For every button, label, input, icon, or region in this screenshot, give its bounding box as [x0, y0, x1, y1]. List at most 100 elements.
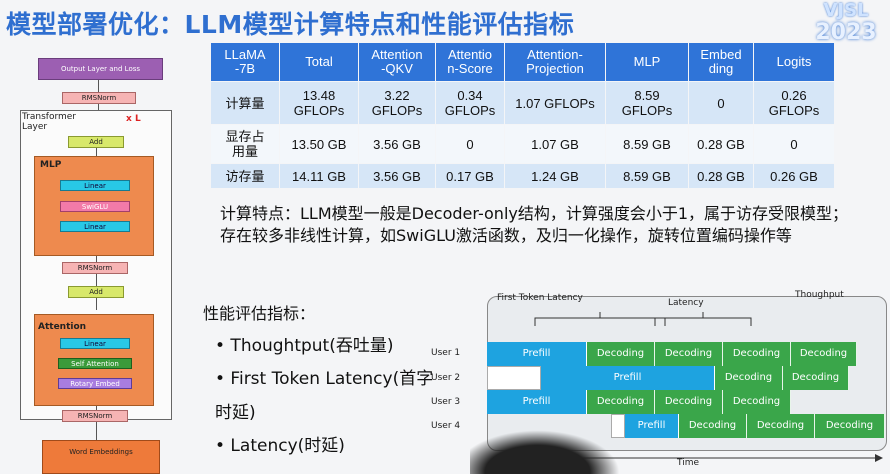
computation-characteristics-text: 计算特点：LLM模型一般是Decoder-only结构，计算强度会小于1，属于访… [220, 204, 849, 245]
rmsnorm-mid-box: RMSNorm [62, 262, 128, 274]
table-cell: 3.56 GB [359, 125, 435, 163]
user-label: User 2 [431, 373, 461, 383]
table-cell: 14.11 GB [280, 164, 358, 188]
metric-item-throughput: • Thoughtput(吞吐量) [215, 336, 394, 356]
latency-timeline-figure: First Token Latency Latency Thoughput Us… [425, 286, 890, 474]
table-cell: 访存量 [211, 164, 279, 188]
decoding-block: Decoding [655, 390, 723, 414]
swiglu-box: SwiGLU [60, 201, 130, 212]
add-box-top: Add [68, 136, 124, 148]
metric-item-latency: • Latency(时延) [215, 436, 345, 456]
rmsnorm-top-box: RMSNorm [62, 92, 136, 104]
table-cell: 计算量 [211, 82, 279, 124]
first-token-latency-label: First Token Latency [497, 293, 583, 303]
table-cell: 1.24 GB [505, 164, 605, 188]
prefill-block: Prefill [487, 342, 587, 366]
logo-line-2: 2023 [815, 20, 877, 45]
metrics-title: 性能评估指标： [203, 304, 316, 323]
table-header-cell: Attention-QKV [359, 43, 435, 81]
arrow-line [96, 298, 97, 310]
decoding-block: Decoding [679, 414, 747, 438]
brackets [534, 312, 752, 326]
idle-block [487, 366, 541, 390]
logo-line-1: VJSL [823, 0, 869, 21]
table-cell: 0 [689, 82, 753, 124]
mlp-linear-top: Linear [60, 180, 130, 191]
latency-bracket [654, 312, 752, 326]
word-embeddings-box: Word Embeddings [42, 440, 160, 474]
decoding-block: Decoding [723, 342, 791, 366]
decoding-block: Decoding [587, 342, 655, 366]
time-axis-label: Time [677, 458, 700, 468]
first-token-bracket [534, 312, 666, 326]
arrow-line [96, 274, 97, 286]
decoding-block: Decoding [783, 366, 849, 390]
decoding-block: Decoding [815, 414, 885, 438]
arrow-line [96, 422, 97, 440]
decoding-block: Decoding [723, 390, 791, 414]
table-cell: 0.26 GB [754, 164, 834, 188]
mlp-label: MLP [40, 160, 62, 170]
table-header-cell: Attention-Projection [505, 43, 605, 81]
output-layer-box: Output Layer and Loss [38, 58, 163, 80]
attention-linear: Linear [60, 338, 130, 349]
user-label: User 3 [431, 397, 461, 407]
time-axis-arrow-icon [875, 454, 883, 462]
decoding-block: Decoding [715, 366, 783, 390]
table-cell: 0 [754, 125, 834, 163]
table-cell: 显存占用量 [211, 125, 279, 163]
table-header-cell: MLP [606, 43, 688, 81]
arrow-line [96, 256, 97, 264]
prefill-block: Prefill [625, 414, 679, 438]
page-title: 模型部署优化：LLM模型计算特点和性能评估指标 [6, 10, 575, 39]
table-header-cell: LLaMA-7B [211, 43, 279, 81]
decoding-block: Decoding [791, 342, 857, 366]
table-cell: 13.50 GB [280, 125, 358, 163]
decoding-block: Decoding [655, 342, 723, 366]
table-cell: 8.59 GB [606, 164, 688, 188]
table-cell: 8.59 GB [606, 125, 688, 163]
throughput-label: Thoughput [795, 290, 844, 300]
llama-architecture-diagram: Output Layer and Loss RMSNorm Transforme… [18, 52, 178, 474]
table-cell: 3.56 GB [359, 164, 435, 188]
time-axis [575, 454, 883, 462]
table-cell: 0.28 GB [689, 125, 753, 163]
transformer-layer-label: Transformer Layer [22, 112, 77, 132]
event-logo: VJSL 2023 [810, 0, 882, 45]
table-cell: 1.07 GFLOPs [505, 82, 605, 124]
rmsnorm-bottom-box: RMSNorm [62, 410, 128, 422]
user-label: User 1 [431, 348, 461, 358]
table-header-cell: Total [280, 43, 358, 81]
prefill-block: Prefill [487, 390, 587, 414]
metric-item-first-token-latency: • First Token Latency(首字 [215, 369, 434, 389]
user-label: User 4 [431, 421, 461, 431]
table-cell: 0 [436, 125, 504, 163]
table-header-cell: Logits [754, 43, 834, 81]
audience-head-silhouette [470, 430, 620, 474]
latency-label: Latency [668, 298, 704, 308]
arrow-line [96, 406, 97, 412]
metric-item-first-token-latency-cont: 时延) [215, 403, 256, 423]
mlp-linear-bottom: Linear [60, 221, 130, 232]
table-row: 显存占用量 13.50 GB 3.56 GB 0 1.07 GB 8.59 GB… [211, 125, 834, 163]
table-cell: 0.28 GB [689, 164, 753, 188]
attention-label: Attention [38, 322, 87, 332]
repeat-label: x L [126, 114, 141, 124]
add-box-bottom: Add [68, 286, 124, 298]
table-cell: 1.07 GB [505, 125, 605, 163]
prefill-block: Prefill [541, 366, 715, 390]
arrow-line [96, 148, 97, 158]
table-cell: 0.17 GB [436, 164, 504, 188]
table-row: 访存量 14.11 GB 3.56 GB 0.17 GB 1.24 GB 8.5… [211, 164, 834, 188]
decoding-block: Decoding [587, 390, 655, 414]
